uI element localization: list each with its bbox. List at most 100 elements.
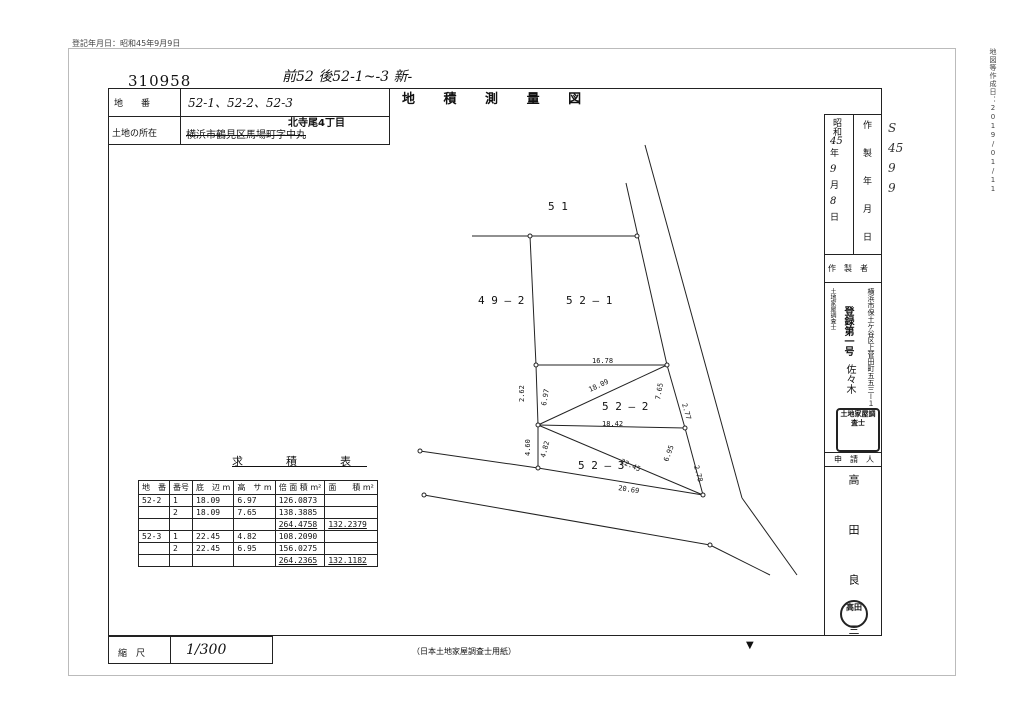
margin-note: 45 <box>888 141 904 155</box>
cell-double-area: 264.2365 <box>274 554 326 567</box>
survey-point <box>664 362 670 368</box>
boundary-line <box>666 364 686 429</box>
boundary-line <box>537 467 704 496</box>
maker-registration: 登録第一号 <box>842 306 853 356</box>
dimension-label: 20.69 <box>618 484 640 495</box>
divider <box>824 282 882 283</box>
location-correction: 北寺尾4丁目 <box>288 118 345 129</box>
registration-date: 登記年月日：昭和45年9月9日 <box>72 39 181 48</box>
column-header: 地 番 <box>138 480 170 495</box>
boundary-line <box>535 364 539 426</box>
cell-double-area: 156.0275 <box>274 542 326 555</box>
maker-title: 土地家屋調査士 <box>829 288 836 330</box>
calc-table: 地 番 番号 底 辺 m 高 サ m 倍 面 積 m² 面 積 m² 52-2 … <box>138 480 378 567</box>
scale-box <box>108 636 273 664</box>
divider <box>824 452 882 453</box>
date-day: 8 <box>830 196 837 207</box>
table-row: 52-2 1 18.09 6.97 126.0873 <box>138 494 378 507</box>
parcel-label: 4 9 — 2 <box>478 294 524 307</box>
margin-note: S <box>888 121 897 135</box>
cell-lot <box>138 506 170 519</box>
boundary-line <box>684 427 704 496</box>
boundary-line <box>625 182 668 366</box>
lot-label: 地 番 <box>114 99 151 109</box>
table-row: 264.2365 132.1182 <box>138 554 378 567</box>
road-line <box>419 450 539 469</box>
column-header: 底 辺 m <box>191 480 235 495</box>
cell-height: 4.82 <box>233 530 276 543</box>
diagonal-line <box>537 364 668 426</box>
margin-handwritten-date: S 45 9 9 <box>888 118 903 198</box>
survey-point <box>535 465 541 471</box>
divider <box>824 254 882 255</box>
road-line <box>423 494 711 546</box>
cell-double-area: 138.3885 <box>274 506 326 519</box>
date-month: 9 <box>830 164 837 175</box>
dimension-label: 2.62 <box>518 385 526 402</box>
cell-lot <box>138 542 170 555</box>
divider <box>853 114 854 254</box>
cell-height: 7.65 <box>233 506 276 519</box>
divider <box>180 88 181 145</box>
footer-note: （日本土地家屋調査士用紙） <box>412 647 516 656</box>
dimension-label: 4.60 <box>524 439 532 456</box>
table-row: 264.4758 132.2379 <box>138 518 378 531</box>
document-title: 地 積 測 量 図 <box>402 92 594 107</box>
divider <box>824 466 882 467</box>
applicant-label: 申 請 人 <box>834 455 874 464</box>
page-frame <box>68 48 956 676</box>
cell-no: 2 <box>169 542 193 555</box>
table-header-row: 地 番 番号 底 辺 m 高 サ m 倍 面 積 m² 面 積 m² <box>138 480 378 495</box>
road-line <box>709 544 771 576</box>
cell-height: 6.95 <box>233 542 276 555</box>
handwritten-note: 前52 後52-1~-3 新- <box>282 69 413 85</box>
survey-point <box>527 233 533 239</box>
road-line <box>741 497 798 576</box>
cell-double-area: 264.4758 <box>274 518 326 531</box>
dimension-label: 7.65 <box>654 382 665 400</box>
column-header: 倍 面 積 m² <box>274 480 326 495</box>
parcel-label: 5 1 <box>548 200 568 213</box>
cell-area <box>324 494 378 507</box>
boundary-line <box>529 235 537 366</box>
dimension-label: 6.95 <box>662 444 675 463</box>
table-row: 2 22.45 6.95 156.0275 <box>138 542 378 555</box>
cell-area <box>324 542 378 555</box>
dimension-label: 4.82 <box>539 440 551 458</box>
creation-date-stamp: 地図等作成日：2019/01/11 <box>989 48 997 194</box>
column-header: 番号 <box>169 480 193 495</box>
calc-table-title: 求 積 表 <box>232 455 367 468</box>
cell-area <box>324 506 378 519</box>
dimension-label: 6.97 <box>540 388 551 406</box>
parcel-label: 5 2 — 3 <box>578 459 624 472</box>
column-header: 高 サ m <box>233 480 276 495</box>
date-year-unit: 年 <box>830 149 840 159</box>
cell-base: 22.45 <box>191 530 235 543</box>
ink-mark: ▼ <box>746 640 754 651</box>
cell-base <box>191 554 235 567</box>
scale-value: 1/300 <box>186 642 227 658</box>
margin-note: 9 <box>888 161 896 175</box>
cell-base: 22.45 <box>191 542 235 555</box>
cell-no: 2 <box>169 506 193 519</box>
applicant-seal: 高田 <box>840 600 868 628</box>
cell-height <box>233 554 276 567</box>
cell-lot <box>138 554 170 567</box>
cell-base <box>191 518 235 531</box>
dimension-label: 2.78 <box>692 464 704 482</box>
date-day-unit: 日 <box>830 213 840 223</box>
dimension-label: 18.09 <box>587 378 609 394</box>
date-era-label: 昭和 <box>831 118 841 136</box>
table-row: 52-3 1 22.45 4.82 108.2090 <box>138 530 378 543</box>
document-number: 310958 <box>128 72 192 90</box>
cell-lot: 52-2 <box>138 494 170 507</box>
survey-point <box>535 422 541 428</box>
dimension-label: 16.78 <box>592 357 613 365</box>
divider <box>108 116 390 117</box>
boundary-line <box>537 424 686 429</box>
lot-value: 52-1、52-2、52-3 <box>188 96 293 110</box>
parcel-label: 5 2 — 2 <box>602 400 648 413</box>
survey-point <box>634 233 640 239</box>
survey-point <box>417 448 423 454</box>
